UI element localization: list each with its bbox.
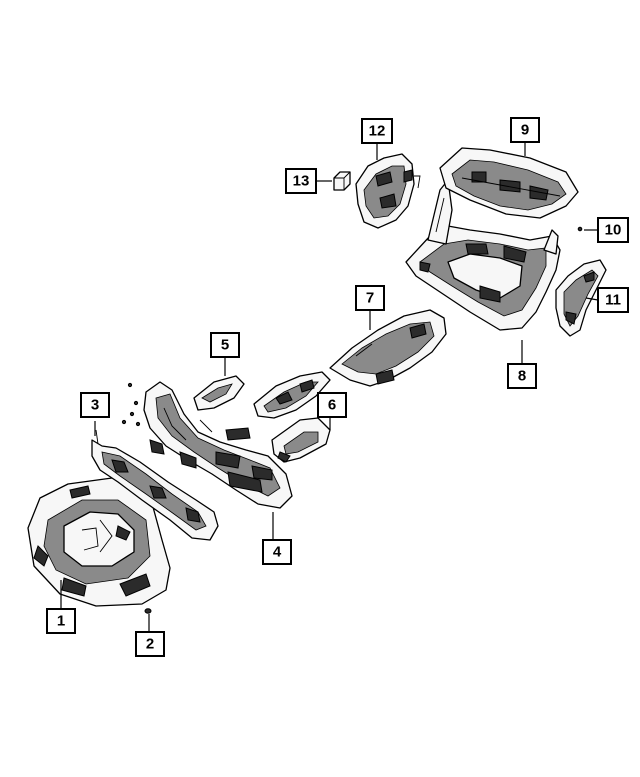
callout-label: 11 (605, 292, 621, 309)
callout-7: 7 (355, 285, 385, 311)
part-8-trunk-silencer (405, 179, 561, 331)
callout-9: 9 (510, 117, 540, 143)
part-12-pillar-silencer (355, 153, 421, 229)
part-4-dash-insulator (121, 381, 293, 509)
callout-11: 11 (597, 287, 629, 313)
callout-label: 3 (91, 397, 99, 414)
callout-label: 9 (521, 122, 529, 139)
callout-label: 5 (221, 337, 229, 354)
callout-2: 2 (135, 631, 165, 657)
callout-label: 1 (57, 613, 65, 630)
callout-4: 4 (262, 539, 292, 565)
callout-label: 13 (293, 173, 310, 190)
part-2-clip (144, 608, 152, 614)
part-13-block (333, 171, 351, 191)
callout-label: 2 (146, 636, 154, 653)
callout-6: 6 (317, 392, 347, 418)
part-6-wedge-silencer (271, 417, 331, 463)
callout-12: 12 (361, 118, 393, 144)
callout-label: 4 (273, 544, 282, 561)
callout-13: 13 (285, 168, 317, 194)
tunnel-silencer (253, 371, 331, 419)
callout-label: 6 (328, 397, 336, 414)
callout-label: 10 (605, 222, 622, 239)
callout-1: 1 (46, 608, 76, 634)
callout-10: 10 (597, 217, 629, 243)
callout-5: 5 (210, 332, 240, 358)
callout-label: 7 (366, 290, 374, 307)
part-10-push-pin (577, 226, 583, 232)
callout-3: 3 (80, 392, 110, 418)
leader-lines (60, 142, 599, 632)
part-3-cowl-silencer (91, 429, 219, 541)
part-9-rear-shelf-silencer (439, 147, 579, 219)
callout-label: 8 (518, 368, 526, 385)
callout-8: 8 (507, 363, 537, 389)
part-11-quarter-silencer (555, 259, 607, 337)
part-1-floor-pad (27, 477, 171, 607)
part-5-side-silencer (193, 375, 245, 411)
callout-label: 12 (369, 123, 386, 140)
part-7-rear-floor-silencer (329, 309, 447, 387)
